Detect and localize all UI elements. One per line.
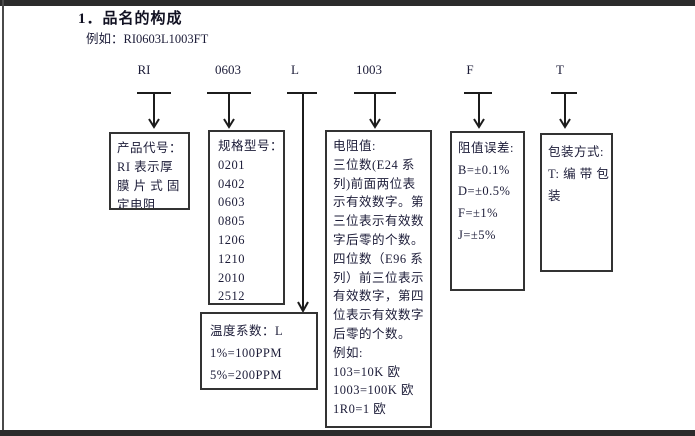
text-line: 定电阻 [117, 198, 157, 210]
page-bottom-border [0, 430, 695, 436]
text-line: 0603 [218, 195, 245, 210]
resistance-value-box: 电阻值: 三位数(E24 系列)前面两位表示有效数字。第三位表示有效数字后零的个数… [325, 130, 432, 428]
code-packaging: T [556, 62, 564, 77]
example-part-number: 例如：RI0603L1003FT [86, 32, 209, 46]
text-line: 位表示有效数字 [333, 308, 425, 323]
arrow-down-icon [206, 91, 252, 130]
text-line: 103=10K 欧 [333, 364, 401, 379]
text-line: 三位表示有效数 [333, 214, 425, 229]
code-resistance: 1003 [356, 62, 382, 77]
text-line: 规格型号： [218, 139, 284, 153]
text-line: 温度系数：L [210, 324, 284, 338]
code-temp-coeff: L [291, 62, 299, 77]
text-line: 三位数(E24 系 [333, 157, 415, 172]
text-line: 1003=100K 欧 [333, 383, 414, 398]
text-line: 0805 [218, 214, 245, 229]
text-line: 四位数（E96 系 [333, 251, 424, 266]
text-line: 装 [548, 189, 562, 203]
text-line: 2512 [218, 289, 245, 304]
text-line: 5%=200PPM [210, 368, 282, 382]
text-line: 列）前三位表示 [333, 270, 425, 285]
text-line: B=±0.1% [458, 162, 510, 177]
text-line: 产品代号： [117, 141, 183, 155]
text-line: D=±0.5% [458, 184, 511, 199]
text-line: 例如: [333, 345, 363, 360]
text-line: 有效数字，第四 [333, 289, 425, 304]
code-size: 0603 [215, 62, 241, 77]
text-line: 电阻值: [333, 139, 376, 153]
temp-coefficient-box: 温度系数：L 1%=100PPM 5%=200PPM [200, 312, 318, 390]
arrow-down-icon [353, 91, 397, 130]
section-title: 1．品名的构成 [78, 11, 183, 27]
text-line: 示有效数字。第 [333, 195, 425, 210]
text-line: 后零的个数。 [333, 326, 412, 341]
arrow-down-icon [136, 91, 172, 130]
product-code-box: 产品代号： RI 表示厚膜 片 式 固定电阻 [109, 132, 190, 210]
arrow-down-icon [550, 91, 578, 130]
text-line: 1%=100PPM [210, 346, 282, 360]
text-line: 包装方式: [548, 145, 604, 159]
text-line: 1R0=1 欧 [333, 402, 387, 417]
page-top-border [0, 0, 695, 6]
text-line: 字后零的个数。 [333, 232, 425, 247]
arrow-down-icon [463, 91, 493, 130]
packaging-box: 包装方式: T: 编 带 包装 [540, 133, 613, 272]
tolerance-box: 阻值误差: B=±0.1% D=±0.5% F=±1% J=±5% [450, 131, 525, 291]
text-line: 1210 [218, 251, 245, 266]
code-tolerance: F [466, 62, 474, 77]
code-product: RI [137, 62, 151, 77]
text-line: F=±1% [458, 206, 499, 221]
text-line: RI 表示厚 [117, 160, 174, 174]
text-line: T: 编 带 包 [548, 167, 610, 181]
text-line: 列)前面两位表 [333, 176, 416, 191]
text-line: 0402 [218, 176, 245, 191]
spec-model-box: 规格型号： 0201 0402 0603 0805 1206 1210 2010 2512 [208, 130, 285, 305]
arrow-down-long-icon [286, 91, 318, 313]
text-line: J=±5% [458, 227, 496, 242]
text-line: 阻值误差: [458, 141, 514, 155]
text-line: 2010 [218, 270, 245, 285]
text-line: 1206 [218, 232, 245, 247]
text-line: 0201 [218, 157, 245, 172]
text-line: 膜 片 式 固 [117, 179, 180, 193]
page-left-border [2, 0, 4, 436]
